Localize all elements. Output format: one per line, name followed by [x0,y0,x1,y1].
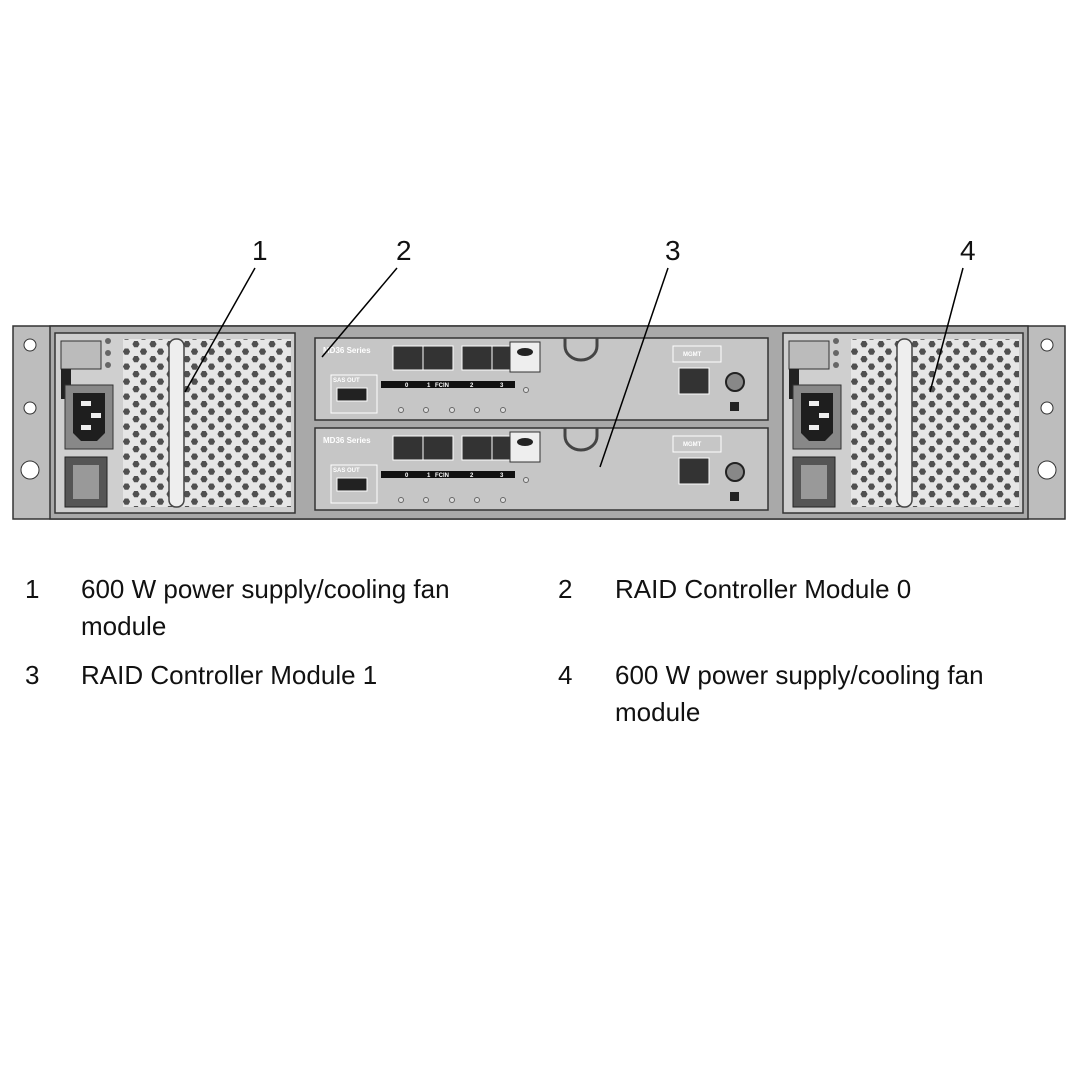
legend-text: RAID Controller Module 1 [81,660,378,690]
sas-out-label: SAS OUT [333,378,360,384]
port-number: 0 [405,473,409,479]
raid-controller-1-labels: MD36 Series SAS OUT FCIN 0 1 2 3 MGMT [323,436,702,479]
series-label: MD36 Series [323,346,371,355]
power-supply-right [782,332,1024,514]
callout-3: 3 [665,235,681,266]
legend-number: 2 [558,574,573,604]
callout-4: 4 [960,235,976,266]
raid-controller-1 [314,427,769,511]
port-number: 1 [427,383,431,389]
legend-number: 3 [25,660,40,690]
callout-lines [184,267,964,468]
port-number: 2 [470,383,474,389]
legend-text: 600 W power supply/cooling fan module [615,660,984,727]
raid-controller-0 [314,337,769,421]
legend-text: RAID Controller Module 0 [615,574,912,604]
fcin-label: FCIN [435,383,449,389]
port-number: 0 [405,383,409,389]
storage-array-rear-diagram: MD36 Series SAS OUT FCIN 0 1 2 3 MGMT MD… [12,235,1066,520]
mgmt-label: MGMT [683,442,702,448]
port-number: 2 [470,473,474,479]
series-label: MD36 Series [323,436,371,445]
port-number: 3 [500,383,504,389]
mgmt-label: MGMT [683,352,702,358]
legend-text: 600 W power supply/cooling fan module [81,574,450,641]
power-supply-left [54,332,296,514]
port-number: 3 [500,473,504,479]
fcin-label: FCIN [435,473,449,479]
callout-1: 1 [252,235,268,266]
raid-controller-0-labels: MD36 Series SAS OUT FCIN 0 1 2 3 MGMT [323,346,702,389]
callout-2: 2 [396,235,412,266]
port-number: 1 [427,473,431,479]
legend-number: 4 [558,660,573,690]
sas-out-label: SAS OUT [333,468,360,474]
legend-number: 1 [25,574,40,604]
